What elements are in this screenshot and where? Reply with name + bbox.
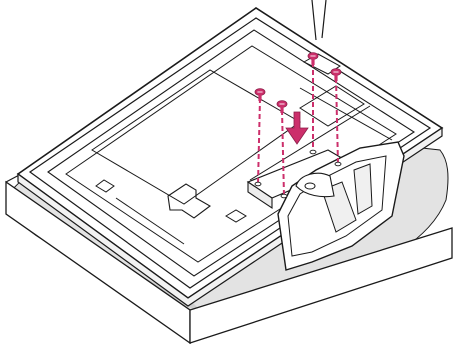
tv-bezel-side	[17, 126, 443, 307]
vent-slot	[95, 179, 115, 193]
tv-back-inner-rim	[28, 17, 432, 289]
table-right-face	[189, 227, 453, 344]
tv-back-recess	[65, 45, 397, 263]
tv-back-panel-line-3	[299, 87, 393, 141]
cloth-shadow	[30, 210, 200, 310]
screw-hole	[254, 181, 262, 187]
insert-arrow-icon	[285, 111, 309, 145]
screw-guide-line	[281, 109, 285, 197]
screw-hole	[280, 193, 288, 199]
insert-arrow	[285, 111, 309, 145]
stand-hinge-screw	[304, 182, 316, 190]
stand-plate-front	[247, 180, 273, 210]
tv-back-panel-line-2	[249, 105, 371, 181]
stand-neck-rib-2	[353, 163, 373, 215]
screw-hole	[334, 161, 342, 167]
screw-guide-line	[335, 77, 339, 165]
screw-guide-line	[257, 97, 261, 185]
screw-shank	[334, 74, 338, 81]
stand-neck	[277, 141, 405, 271]
screw-hole	[309, 149, 317, 155]
vent-slot-2	[225, 209, 247, 223]
screw-shank	[280, 106, 284, 113]
power-cable	[311, 0, 327, 41]
vesa-mount-box	[299, 85, 365, 127]
screw-shank	[311, 58, 315, 65]
tv-back-panel-line	[115, 197, 185, 245]
screw-shank	[258, 94, 262, 101]
screws	[254, 52, 342, 199]
terminal-cutout	[167, 183, 211, 219]
